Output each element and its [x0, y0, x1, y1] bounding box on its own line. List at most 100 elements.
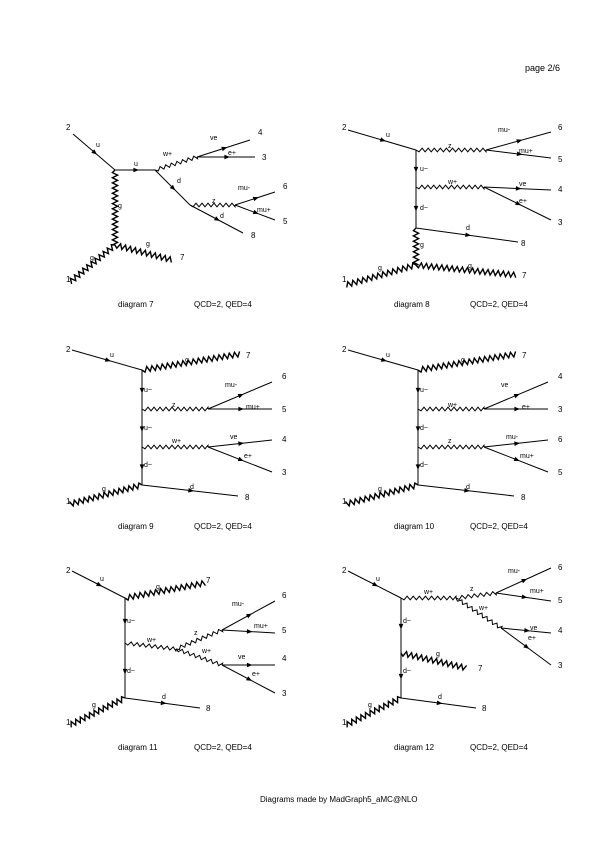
w-boson-line [124, 641, 177, 653]
leg-8: 8 [251, 231, 256, 240]
label-f-a: ve [501, 382, 509, 389]
mu-p-arrow [252, 209, 259, 215]
leg-1: 1 [342, 718, 347, 727]
ve-arrow [246, 662, 253, 668]
g-out-gluon-line [141, 350, 241, 374]
label-u-in: u [386, 352, 390, 359]
u-t-arrow [122, 618, 128, 625]
e-arrow [523, 643, 530, 649]
d-arrow [436, 700, 443, 706]
g-int-gluon-line [110, 169, 120, 246]
mu-p-arrow [516, 151, 523, 157]
f-c-arrow [514, 441, 520, 446]
ve-arrow [524, 628, 530, 633]
leg-bot-b: 3 [282, 468, 287, 477]
label-z: z [194, 630, 198, 637]
e-arrow [246, 676, 253, 681]
label-u-in: u [96, 142, 100, 149]
leg-top-b: 5 [282, 405, 287, 414]
t2-arrow [139, 426, 145, 432]
leg-5: 5 [283, 217, 288, 226]
z-boson-line [175, 628, 224, 651]
d-arrow [160, 700, 167, 706]
u-in-arrow [380, 357, 387, 362]
mu-p-arrow [521, 594, 528, 600]
label-bottom-boson: w+ [171, 438, 181, 445]
label-d: d [162, 694, 166, 701]
label-g-int: g [118, 203, 122, 210]
label-u-t: u~ [127, 618, 135, 625]
f-d-arrow [237, 456, 244, 462]
label-mu-m: mu- [508, 568, 521, 575]
e-arrow [224, 154, 230, 160]
label-f-d: mu+ [520, 453, 534, 460]
leg-6: 6 [558, 123, 563, 132]
leg-4: 4 [558, 185, 563, 194]
label-g-in: g [378, 265, 382, 272]
d-arrow [464, 488, 470, 493]
label-g-out: g [468, 263, 472, 270]
label-f-c: ve [230, 434, 238, 441]
g-out-gluon-line [415, 261, 517, 279]
label-w: w+ [447, 179, 457, 186]
label-w: w+ [423, 589, 433, 596]
label-w2: w+ [201, 648, 211, 655]
label-mu-p: mu+ [530, 588, 544, 595]
label-u-in: u [386, 132, 390, 139]
z-boson-line [141, 405, 209, 412]
diagram-couplings: QCD=2, QED=4 [470, 743, 528, 752]
d-arrow [188, 488, 194, 493]
diagram-couplings: QCD=2, QED=4 [470, 300, 528, 309]
w-boson-line [154, 155, 199, 172]
g-in-gluon-line [346, 262, 417, 288]
label-mu-p: mu+ [254, 623, 268, 630]
label-d-t: d~ [127, 668, 135, 675]
diagram-caption: diagram 8 [394, 300, 430, 309]
g-out-gluon-line [124, 579, 207, 602]
g-in-gluon-line [344, 482, 419, 508]
f-a-arrow [237, 393, 244, 399]
leg-bot-b: 5 [558, 468, 563, 477]
t1-arrow [415, 387, 421, 394]
label-t1: u~ [144, 387, 152, 394]
leg-3: 3 [282, 689, 287, 698]
t2-arrow [415, 426, 421, 432]
leg-7: 7 [206, 576, 211, 585]
w2-boson-line [455, 597, 504, 629]
label-d: d [466, 484, 470, 491]
leg-8: 8 [521, 239, 526, 248]
u-in-arrow [372, 581, 379, 587]
leg-top-a: 6 [282, 372, 287, 381]
diagram-caption: diagram 9 [118, 522, 154, 531]
diagram-couplings: QCD=2, QED=4 [470, 522, 528, 531]
mu-m-arrow [252, 196, 259, 202]
label-f-c: mu- [506, 434, 519, 441]
label-d-t: d~ [420, 205, 428, 212]
leg-4: 4 [558, 626, 563, 635]
g-out-gluon-line [400, 650, 468, 672]
leg-5: 5 [558, 596, 563, 605]
leg-5: 5 [558, 155, 563, 164]
label-g-in: g [368, 702, 372, 709]
leg-4: 4 [258, 128, 263, 137]
label-u-in: u [110, 352, 114, 359]
w-boson-line [415, 184, 485, 191]
w-boson-line [417, 405, 485, 412]
f-b-arrow [238, 406, 244, 412]
label-e: e+ [228, 150, 236, 157]
leg-1: 1 [66, 275, 71, 284]
d2-arrow [214, 216, 221, 221]
leg-3: 3 [558, 218, 563, 227]
page-number: page 2/6 [525, 63, 561, 73]
leg-7: 7 [246, 351, 251, 360]
leg-8: 8 [521, 493, 526, 502]
diagram-couplings: QCD=2, QED=4 [194, 522, 252, 531]
diagram-caption: diagram 10 [394, 522, 435, 531]
u-in-arrow [96, 581, 103, 587]
mu-m-arrow [516, 139, 523, 144]
